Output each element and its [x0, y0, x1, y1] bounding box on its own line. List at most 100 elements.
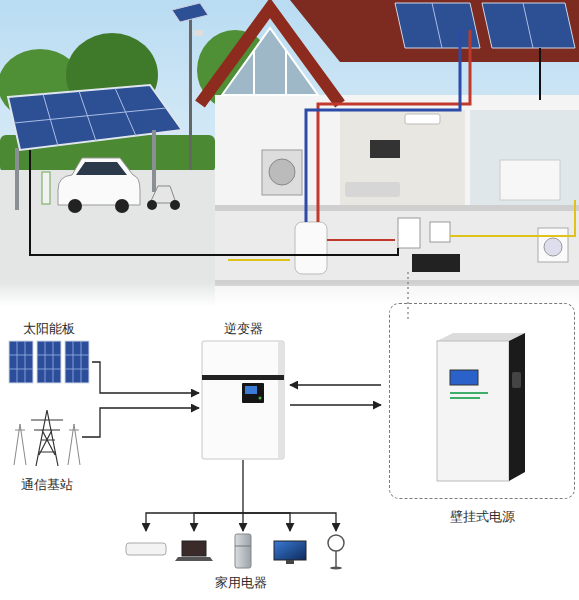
- device-node: 通信基站: [14, 408, 80, 493]
- hot-pipe: [318, 30, 470, 222]
- dashed-frame: [389, 303, 575, 499]
- inverter-body: [202, 341, 284, 459]
- gable-roof: [200, 8, 340, 104]
- laptop-base: [175, 557, 213, 561]
- room-tv: [370, 140, 400, 158]
- arrow-connector: [290, 404, 381, 405]
- connector-group: [82, 408, 199, 437]
- inverter-band: [202, 375, 284, 380]
- branch-line: [243, 513, 336, 531]
- connector-group: [290, 385, 381, 386]
- sofa: [345, 182, 400, 197]
- ac-wire: [228, 259, 290, 261]
- hot-pipe: [327, 239, 395, 241]
- panel-grid: [523, 3, 533, 48]
- street-lamp: [193, 30, 203, 36]
- connector-group: [146, 460, 336, 531]
- arrow-connector: [92, 362, 199, 393]
- battery-stripe: [450, 392, 488, 394]
- icon-area: [14, 408, 80, 466]
- scooter-wheel: [147, 200, 157, 210]
- washing-door: [544, 238, 562, 256]
- switch-box: [430, 222, 450, 242]
- water-tank: [295, 222, 327, 274]
- car: [58, 158, 140, 205]
- window-mullion: [285, 50, 287, 95]
- inverter-screen: [242, 383, 264, 403]
- solar-panel-icon: [37, 341, 61, 383]
- roof: [290, 0, 579, 62]
- branch-line: [146, 513, 243, 531]
- heat-pump-fan: [269, 159, 295, 185]
- inverter-side: [278, 342, 283, 458]
- small-pylon: [68, 424, 80, 465]
- fridge-icon: [235, 534, 251, 568]
- panel-grid: [14, 108, 166, 123]
- arrow-connector: [290, 384, 381, 385]
- node-label: 家用电器: [215, 574, 267, 591]
- connector-group: [290, 405, 381, 406]
- laptop-icon: [182, 541, 206, 556]
- pylon-icon: [31, 410, 63, 466]
- fridge-door: [235, 546, 251, 547]
- battery-screen: [450, 370, 478, 385]
- dc-wire: [539, 48, 541, 100]
- street-light-pole: [189, 18, 192, 170]
- device-node: 逆变器: [201, 320, 285, 459]
- battery-front: [437, 341, 509, 481]
- branch-line: [194, 513, 243, 531]
- branch-line: [243, 513, 290, 531]
- house-wall: [215, 95, 579, 305]
- node-label: 壁挂式电源: [450, 508, 515, 525]
- fan-pole: [335, 551, 337, 567]
- ac-wire: [450, 200, 575, 236]
- heat-pump: [262, 150, 302, 195]
- kitchen: [470, 110, 579, 205]
- window-mullion: [253, 50, 255, 95]
- fan-base: [330, 567, 342, 570]
- kitchen-cabinet: [500, 160, 560, 200]
- car-wheel: [115, 199, 129, 213]
- icon-area: [8, 341, 90, 383]
- roof-solar-panel: [482, 3, 575, 48]
- air-conditioner-icon: [126, 543, 166, 555]
- arrow-connector: [242, 460, 243, 531]
- charger: [42, 172, 50, 204]
- leader-line: [407, 272, 408, 322]
- fan-icon: [328, 535, 344, 551]
- roof-solar-panel: [395, 3, 480, 48]
- cold-pipe: [306, 30, 460, 222]
- battery-side: [509, 333, 525, 481]
- solar-panel-icon: [65, 341, 89, 383]
- node-label: 逆变器: [224, 320, 263, 337]
- small-pylon: [14, 424, 26, 465]
- battery-handle: [512, 372, 521, 388]
- carport-post: [152, 130, 156, 192]
- room-ac: [405, 114, 440, 124]
- street-light-panel: [172, 3, 208, 22]
- sky: [0, 0, 579, 305]
- dc-wire: [30, 150, 398, 255]
- tv-icon: [274, 541, 306, 560]
- node-label: 太阳能板: [23, 320, 75, 337]
- car-wheel: [68, 199, 82, 213]
- tv-stand: [286, 560, 294, 564]
- connector-group: [92, 362, 199, 393]
- node-label: 通信基站: [21, 476, 73, 493]
- dashed-device-box: 壁挂式电源: [389, 303, 575, 525]
- device-node: 太阳能板: [8, 320, 90, 383]
- basement: [215, 211, 579, 280]
- floor-slab: [215, 205, 579, 211]
- inverter-led: [259, 397, 262, 400]
- mini-inverter: [398, 218, 420, 248]
- inverter-display: [245, 386, 257, 394]
- battery-stripe: [450, 397, 480, 399]
- mini-battery: [412, 254, 460, 272]
- panel-grid: [432, 3, 442, 48]
- car-window: [76, 162, 127, 175]
- icon-area: [201, 341, 285, 459]
- washing-machine: [538, 228, 568, 262]
- icon-area: [121, 533, 361, 569]
- scooter-wheel: [170, 200, 180, 210]
